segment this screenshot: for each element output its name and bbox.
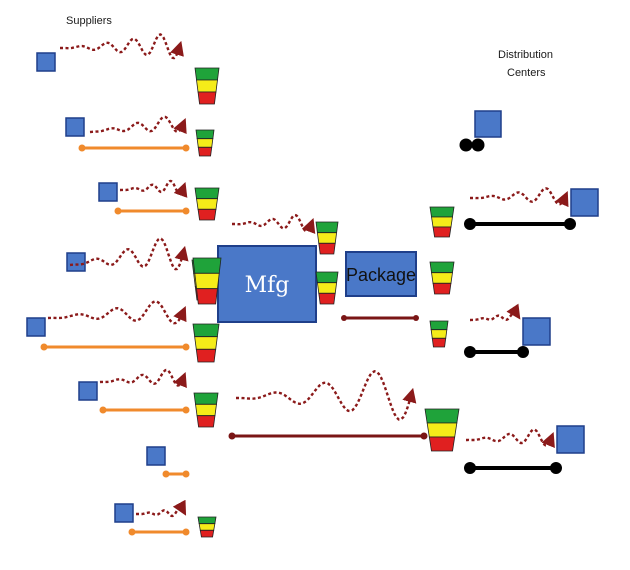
supplier-1-inventory — [194, 67, 220, 105]
supplier-3-inventory — [194, 187, 220, 221]
package-inventory-1 — [429, 206, 455, 238]
dc-4-wave — [466, 428, 555, 449]
package-lead-time — [341, 315, 419, 321]
supplier-4-box — [66, 252, 86, 272]
package-box: Package — [345, 251, 417, 297]
distribution-label-line2: Centers — [507, 67, 546, 79]
supplier-5-lead-time — [40, 343, 190, 351]
package-inventory-3 — [429, 320, 449, 348]
dc-3-wave — [470, 303, 521, 322]
mfg-box: Mfg — [217, 245, 317, 323]
dc-2-box — [570, 188, 599, 217]
dc-4-lead-time — [464, 462, 562, 474]
supplier-8-box — [114, 503, 134, 523]
supplier-2-inventory — [195, 129, 215, 157]
supplier-5-wave — [47, 300, 187, 325]
supplier-3-box — [98, 182, 118, 202]
supplier-8-wave — [136, 499, 187, 518]
supplier-7-lead-time — [162, 470, 190, 478]
large-inventory — [424, 408, 460, 452]
supplier-3-wave — [120, 179, 188, 198]
dc-1-box — [474, 110, 502, 138]
supplier-2-box — [65, 117, 85, 137]
long-lead-time — [228, 432, 428, 440]
supplier-6-lead-time — [99, 406, 190, 414]
supplier-2-lead-time — [78, 144, 190, 152]
supplier-8-inventory — [197, 516, 217, 538]
mfg-label: Mfg — [245, 273, 290, 298]
supplier-8-lead-time — [128, 528, 190, 536]
supplier-6-wave — [99, 368, 187, 389]
dc-2-lead-time — [464, 218, 576, 230]
mfg-wave — [232, 213, 316, 234]
supplier-5-inventory — [192, 323, 220, 363]
dc-1-wheel-1 — [459, 138, 473, 152]
suppliers-label: Suppliers — [66, 15, 112, 27]
supplier-1-wave — [60, 33, 184, 60]
supplier-6-box — [78, 381, 98, 401]
dc-2-wave — [470, 187, 569, 208]
dc-3-box — [522, 317, 551, 346]
supplier-1-box — [36, 52, 56, 72]
supplier-6-inventory — [193, 392, 219, 428]
package-label: Package — [346, 265, 416, 285]
dc-4-box — [556, 425, 585, 454]
dc-3-lead-time — [464, 346, 529, 358]
supplier-7-box — [146, 446, 166, 466]
diagram-elements — [26, 33, 599, 538]
distribution-label-line1: Distribution — [498, 49, 553, 61]
supplier-4-wave — [69, 237, 189, 271]
dc-1-wheel-2 — [471, 138, 485, 152]
supplier-2-wave — [89, 115, 187, 135]
supplier-3-lead-time — [114, 207, 190, 215]
long-wave — [236, 370, 417, 421]
mfg-output-inventory-bottom — [315, 271, 339, 305]
package-inventory-2 — [429, 261, 455, 295]
mfg-output-inventory-top — [315, 221, 339, 255]
supplier-5-box — [26, 317, 46, 337]
mfg-input-inventory — [192, 257, 222, 305]
